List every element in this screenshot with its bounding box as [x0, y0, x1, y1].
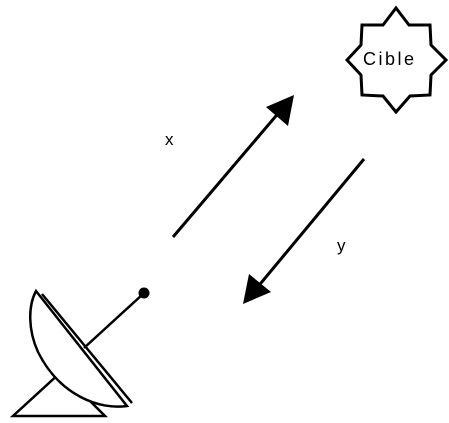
satellite-dish-icon	[13, 288, 150, 417]
return-arrow	[243, 159, 364, 304]
return-arrow-label: y	[337, 236, 346, 256]
outgoing-arrow	[173, 95, 294, 237]
dish-feed-horn	[139, 288, 150, 299]
return-arrowhead	[243, 274, 271, 304]
target-label: Cible	[363, 49, 417, 70]
outgoing-arrow-label: x	[165, 130, 174, 150]
dish-feed-arm	[84, 294, 143, 348]
